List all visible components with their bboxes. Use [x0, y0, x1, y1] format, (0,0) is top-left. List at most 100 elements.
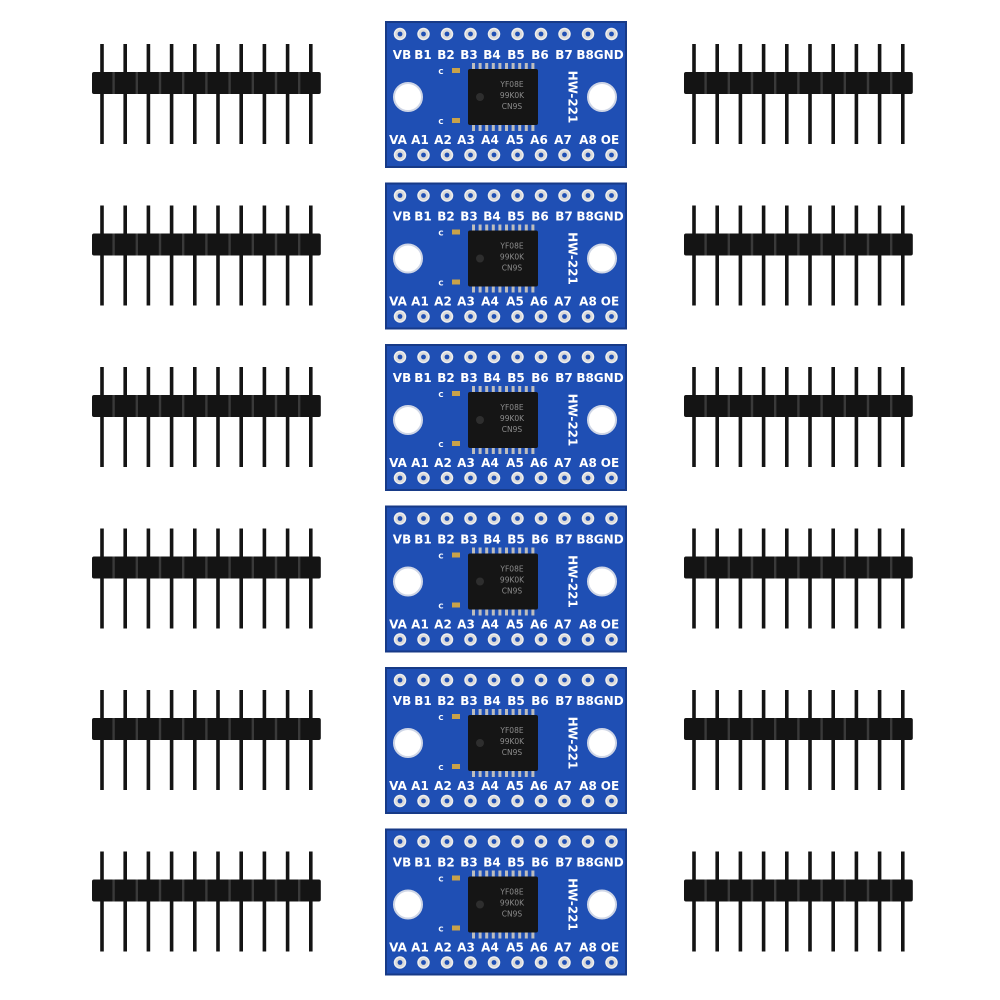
chip-lead [524, 771, 528, 777]
ic-chip [468, 69, 538, 125]
header-body-notch [112, 233, 115, 256]
header-body-notch [843, 395, 846, 417]
ic-chip [468, 553, 538, 610]
pin-label-bottom: A6 [530, 295, 548, 309]
chip-lead [478, 771, 482, 777]
chip-lead [485, 63, 489, 69]
pin-label-top: B6 [531, 48, 549, 62]
chip-lead [505, 386, 508, 392]
header-body-notch [298, 718, 301, 740]
pin-label-bottom: A1 [411, 133, 429, 147]
chip-lead [472, 547, 475, 554]
pad-hole [609, 314, 614, 319]
chip-lead [511, 386, 515, 392]
chip-lead [524, 609, 528, 616]
pin-label-bottom: VA [389, 133, 407, 147]
pad-hole [397, 960, 403, 965]
chip-lead [518, 609, 522, 616]
chip-lead [511, 771, 515, 777]
pin-label-bottom: A4 [481, 456, 499, 470]
header-body-notch [866, 556, 870, 579]
chip-lead [491, 386, 495, 392]
header-body-notch [704, 556, 707, 579]
pad-hole [491, 960, 497, 965]
chip-lead [524, 709, 528, 715]
pin-label-bottom: A8 [579, 941, 597, 955]
chip-lead [498, 932, 502, 939]
pin-label-bottom: A1 [411, 295, 429, 309]
pad-hole [562, 31, 567, 37]
chip-lead [518, 63, 522, 69]
pin-label-top: B7 [555, 856, 573, 870]
pad-hole [397, 152, 403, 158]
chip-marking: CN9S [502, 264, 523, 273]
pin-header [684, 367, 913, 467]
pin-header [684, 528, 913, 629]
chip-lead [498, 870, 502, 877]
mounting-hole [393, 405, 423, 435]
header-body-notch [890, 718, 893, 740]
chip-lead [491, 932, 495, 939]
smd-capacitor [452, 229, 460, 235]
chip-lead [472, 932, 475, 939]
chip-lead [524, 125, 528, 131]
pin-label-bottom: VA [389, 618, 407, 632]
chip-lead [524, 63, 528, 69]
chip-lead [505, 870, 508, 877]
smd-capacitor [452, 875, 460, 881]
mounting-hole [393, 889, 423, 920]
header-body-notch [228, 556, 231, 579]
chip-marking: 99K0K [500, 253, 525, 262]
header-body-notch [205, 556, 208, 579]
pin-label-top: B8GND [576, 856, 623, 870]
pad-hole [585, 677, 591, 683]
silk-marking: C [438, 553, 443, 561]
header-body-notch [704, 233, 707, 256]
header-body-notch [274, 879, 278, 902]
pin-label-top: B8GND [576, 210, 623, 224]
pin-label-top: VB [393, 48, 411, 62]
chip-lead [505, 63, 508, 69]
mounting-hole [587, 405, 617, 435]
pad-hole [397, 516, 403, 521]
silk-marking: C [438, 441, 443, 449]
pin-label-bottom: A1 [411, 941, 429, 955]
silk-marking: C [438, 876, 443, 884]
header-body-notch [774, 718, 777, 740]
model-label: HW-221 [566, 555, 580, 608]
pad-hole [397, 677, 403, 683]
silk-marking: C [438, 280, 443, 288]
pin-label-bottom: A7 [554, 941, 572, 955]
pin-label-top: B1 [414, 48, 432, 62]
chip-lead [478, 125, 482, 131]
chip-lead [518, 547, 522, 554]
header-body-notch [135, 72, 138, 94]
header-body-notch [727, 556, 730, 579]
chip-lead [505, 125, 508, 131]
pad-hole [468, 152, 473, 158]
chip-lead [485, 709, 489, 715]
ic-chip [468, 876, 538, 933]
header-body-notch [727, 395, 730, 417]
chip-marking: CN9S [502, 910, 523, 919]
model-label: HW-221 [566, 71, 580, 124]
pin-label-bottom: A1 [411, 456, 429, 470]
chip-lead [485, 870, 489, 877]
pin-label-bottom: A2 [434, 779, 452, 793]
pin-label-top: B4 [483, 48, 501, 62]
pad-hole [562, 798, 567, 804]
chip-lead [491, 771, 495, 777]
pad-hole [397, 314, 403, 319]
header-body-notch [205, 233, 208, 256]
pad-hole [538, 475, 544, 481]
chip-lead [485, 932, 489, 939]
pad-hole [468, 314, 473, 319]
chip-lead [498, 125, 502, 131]
pin-label-top: B3 [460, 694, 478, 708]
header-body-notch [205, 72, 208, 94]
pin-label-bottom: A2 [434, 941, 452, 955]
pin-label-bottom: A6 [530, 456, 548, 470]
pin-label-top: B4 [483, 533, 501, 547]
pad-hole [609, 798, 614, 804]
header-body-notch [298, 556, 301, 579]
